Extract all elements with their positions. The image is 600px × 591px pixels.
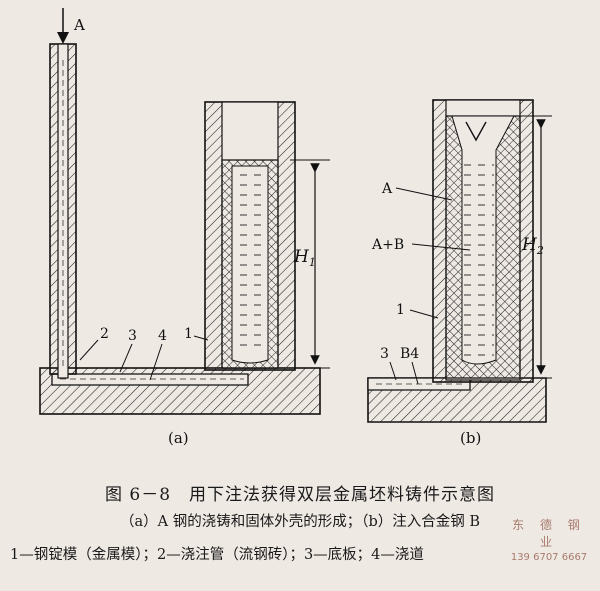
panel-b-label: (b) (460, 429, 481, 447)
watermark-name: 东 德 钢 业 (512, 518, 586, 549)
label-a-b: A (381, 181, 393, 197)
casting-diagram: A H1 2 3 4 1 (a) H2 (39, 8, 552, 447)
figure-number: 图 6－8 (104, 485, 172, 505)
figure-title-text: 用下注法获得双层金属坯料铸件示意图 (189, 485, 496, 505)
label-arrow-a: A (73, 16, 85, 34)
panel-b: H2 A A+B 1 3 B4 (b) (367, 99, 552, 447)
label-h2: H2 (521, 235, 544, 257)
caption-legend: 1—钢锭模（金属模）；2—浇注管（流钢砖）；3—底板；4—浇道 (10, 547, 424, 563)
label-2-a: 2 (100, 326, 109, 342)
figure-title: 图 6－8 用下注法获得双层金属坯料铸件示意图 (0, 480, 600, 505)
panel-a-label: (a) (168, 429, 189, 447)
label-ab-b: A+B (371, 237, 404, 253)
label-h1: H1 (293, 247, 316, 269)
label-b4-b: B4 (400, 346, 419, 362)
watermark: 东 德 钢 业 139 6707 6667 (499, 516, 599, 563)
label-3-a: 3 (128, 328, 137, 344)
label-4-a: 4 (158, 328, 167, 344)
label-3-b: 3 (380, 346, 389, 362)
label-1-b: 1 (396, 302, 405, 318)
label-1-a: 1 (184, 326, 193, 342)
panel-a: A H1 2 3 4 1 (a) (39, 8, 330, 447)
caption-subpanels: （a）A 钢的浇铸和固体外壳的形成；（b）注入合金钢 B (119, 514, 481, 530)
watermark-phone: 139 6707 6667 (510, 552, 588, 563)
